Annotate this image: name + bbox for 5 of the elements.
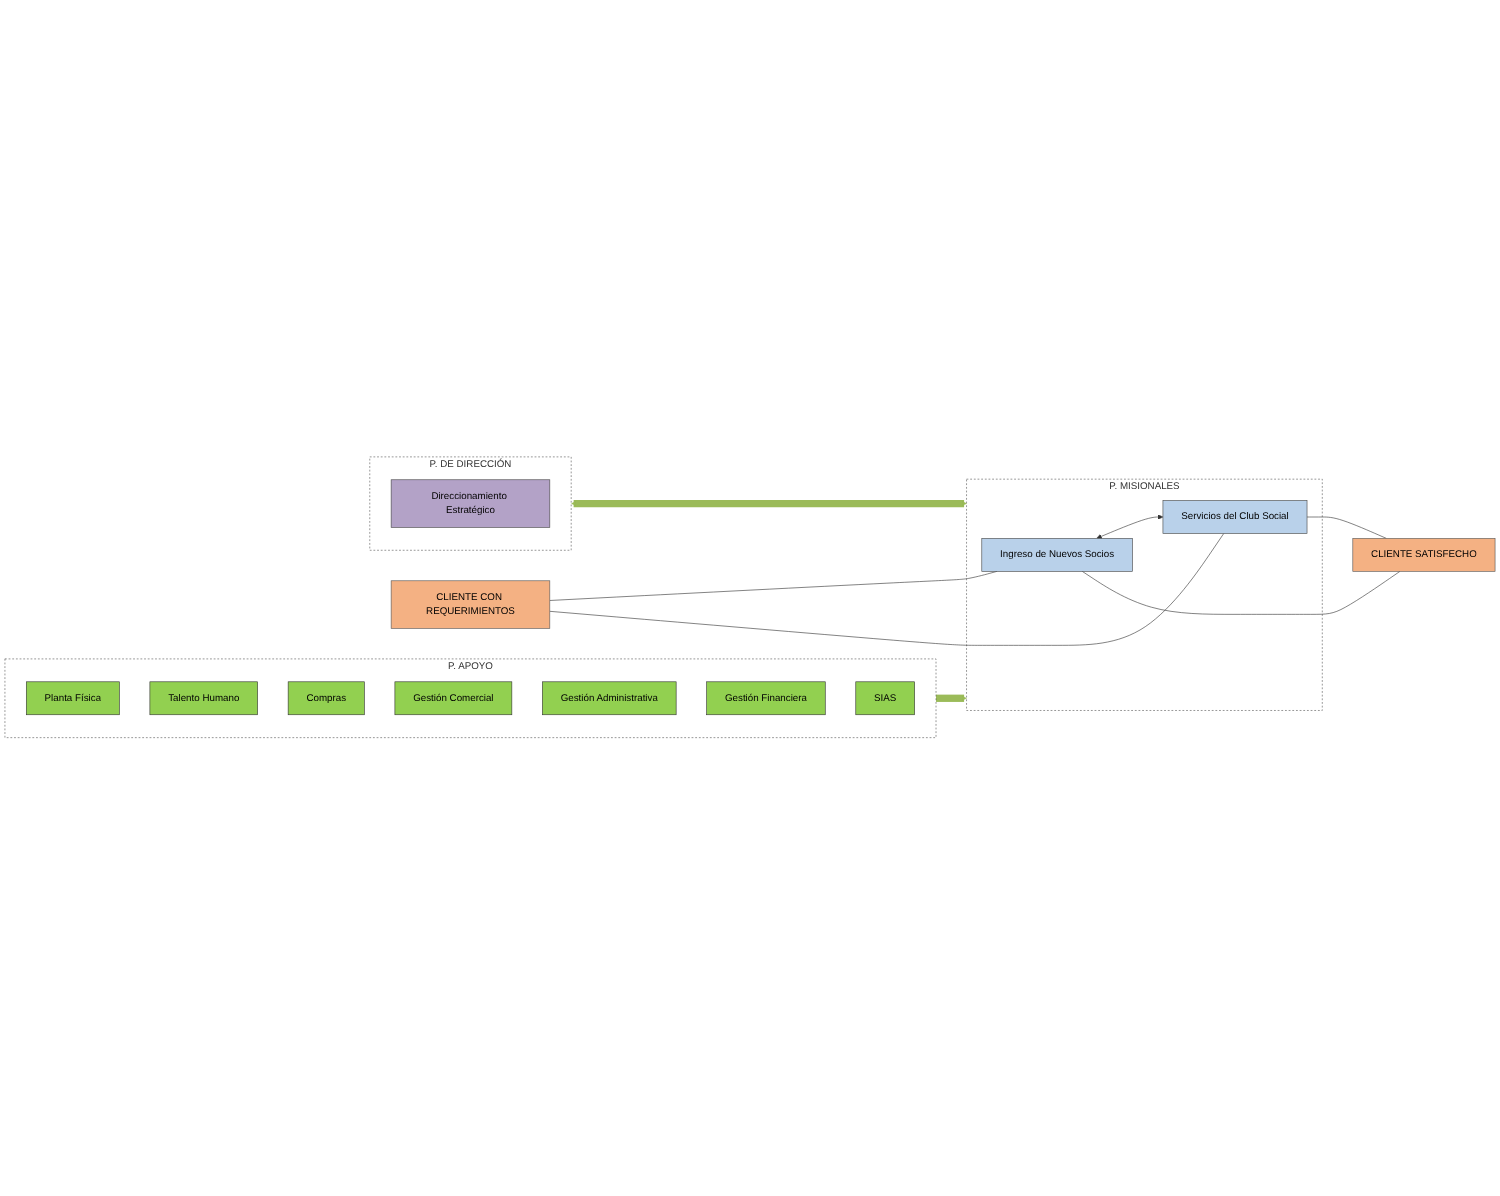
arrow bbox=[571, 500, 967, 508]
connector bbox=[549, 533, 1225, 647]
arrow bbox=[934, 695, 967, 703]
connector bbox=[1306, 517, 1387, 540]
connector bbox=[1081, 571, 1401, 616]
